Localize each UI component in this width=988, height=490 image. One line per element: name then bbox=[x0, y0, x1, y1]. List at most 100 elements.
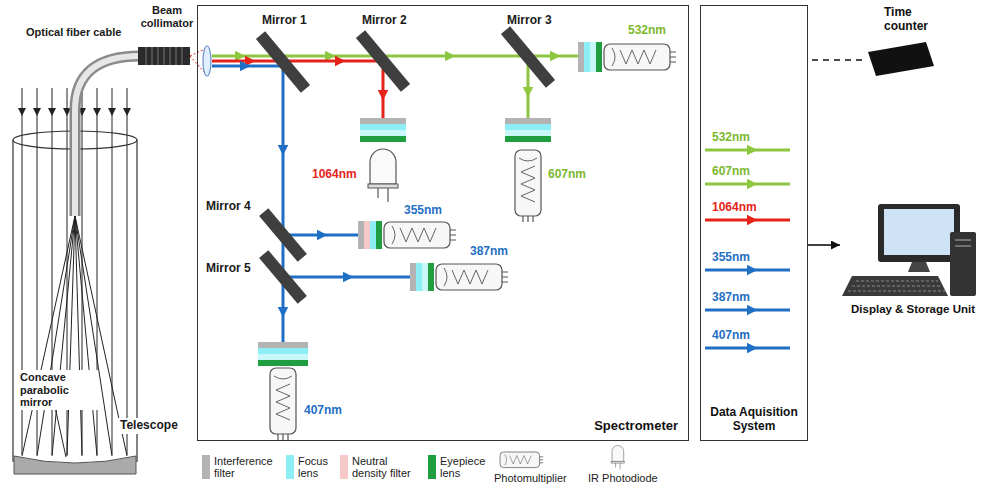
legend-icon bbox=[611, 446, 625, 470]
signal-label: 355nm bbox=[712, 251, 750, 265]
signal-arrow bbox=[705, 347, 790, 350]
filter-stack bbox=[358, 221, 364, 249]
filter-stack bbox=[505, 124, 551, 130]
signal-label: 387nm bbox=[712, 291, 750, 305]
legend-label: Focus lens bbox=[298, 455, 338, 479]
light-rays bbox=[75, 216, 112, 456]
filter-stack bbox=[590, 42, 596, 72]
light-rays bbox=[112, 88, 113, 455]
filter-stack bbox=[505, 118, 551, 124]
node-label: Data Aquisition System bbox=[705, 406, 803, 434]
light-rays bbox=[37, 88, 38, 455]
legend-label: Neutral density filter bbox=[352, 455, 424, 479]
computer-icon bbox=[955, 240, 971, 246]
ir-photodiode bbox=[368, 149, 398, 202]
wavelength-label: 607nm bbox=[548, 168, 586, 182]
computer-icon bbox=[950, 232, 976, 296]
node-label: Spectrometer bbox=[198, 419, 678, 434]
filter-stack bbox=[428, 263, 434, 291]
mirror bbox=[256, 31, 310, 92]
signal-arrow bbox=[705, 219, 790, 222]
light-rays bbox=[75, 216, 127, 456]
light-rays bbox=[52, 216, 75, 456]
legend-swatch bbox=[428, 455, 436, 479]
blue-beam bbox=[283, 276, 410, 279]
legend-label: Interference filter bbox=[214, 455, 282, 479]
mirror-label: Mirror 2 bbox=[362, 14, 407, 28]
beam-collimator bbox=[146, 47, 182, 65]
dashed-link bbox=[808, 59, 862, 61]
filter-stack bbox=[258, 360, 308, 366]
blue-beam bbox=[212, 66, 410, 342]
photomultiplier bbox=[515, 150, 541, 222]
filter-stack bbox=[370, 221, 376, 249]
signal-label: 1064nm bbox=[712, 201, 757, 215]
blue-beam bbox=[212, 65, 283, 68]
computer-icon bbox=[878, 204, 960, 262]
filter-stack bbox=[596, 42, 602, 72]
red-beam bbox=[212, 60, 383, 63]
signal-arrow bbox=[705, 150, 790, 348]
filter-stack bbox=[364, 221, 370, 249]
filter-stack bbox=[578, 42, 584, 72]
light-rays bbox=[67, 88, 68, 455]
legend-icon bbox=[500, 452, 543, 468]
signal-arrow bbox=[705, 269, 790, 272]
mirror bbox=[259, 250, 307, 304]
red-beam bbox=[212, 61, 383, 118]
parabolic-mirror bbox=[14, 456, 136, 474]
optical-fiber bbox=[75, 56, 140, 216]
mirror-label: Mirror 1 bbox=[262, 14, 307, 28]
daq-box: Data Aquisition System bbox=[700, 5, 808, 441]
mirror-label: Mirror 5 bbox=[206, 262, 251, 276]
part-label: Telescope bbox=[118, 418, 180, 434]
filter-stack bbox=[360, 136, 406, 142]
spectrometer-box: Spectrometer bbox=[197, 5, 689, 441]
filter-stack bbox=[258, 354, 308, 360]
beam-collimator bbox=[203, 46, 211, 76]
optical-fiber bbox=[75, 56, 140, 216]
filter-stack bbox=[505, 136, 551, 142]
filter-stack bbox=[258, 348, 308, 354]
wavelength-label: 532nm bbox=[628, 24, 666, 38]
photomultiplier bbox=[270, 44, 676, 440]
legend-swatch bbox=[340, 455, 348, 479]
mirror bbox=[356, 30, 410, 91]
legend-label: Photomultiplier bbox=[494, 472, 584, 484]
part-label: Concave parabolic mirror bbox=[18, 370, 98, 410]
leader-line bbox=[55, 407, 66, 457]
computer-icon bbox=[908, 262, 930, 272]
node-label: Time counter bbox=[884, 6, 938, 34]
light-rays bbox=[37, 216, 75, 456]
filter-stack bbox=[258, 42, 602, 366]
mirror bbox=[256, 26, 555, 304]
filter-stack bbox=[505, 130, 551, 136]
display-unit: Display & Storage Unit bbox=[840, 200, 986, 320]
time-counter-icon bbox=[868, 42, 934, 76]
light-rays bbox=[82, 88, 83, 455]
green-beam bbox=[212, 56, 578, 118]
computer-icon bbox=[842, 276, 948, 296]
part-label: Beam collimator bbox=[138, 4, 196, 29]
optical-fiber bbox=[75, 56, 140, 216]
light-rays bbox=[127, 88, 128, 455]
legend-label: Eyepiece lens bbox=[440, 455, 494, 479]
arrow-link bbox=[808, 244, 840, 246]
signal-arrow bbox=[705, 309, 790, 312]
light-rays bbox=[97, 88, 98, 455]
mirror bbox=[501, 26, 555, 87]
ir-photodiode bbox=[368, 149, 398, 202]
mirror-label: Mirror 4 bbox=[206, 200, 251, 214]
wavelength-label: 355nm bbox=[404, 204, 442, 218]
green-beam bbox=[212, 55, 528, 58]
light-rays bbox=[22, 88, 23, 455]
part-label: Optical fiber cable bbox=[26, 26, 121, 39]
wavelength-label: 1064nm bbox=[312, 168, 357, 182]
node-label: Display & Storage Unit bbox=[840, 303, 986, 316]
computer-icon bbox=[848, 281, 945, 291]
